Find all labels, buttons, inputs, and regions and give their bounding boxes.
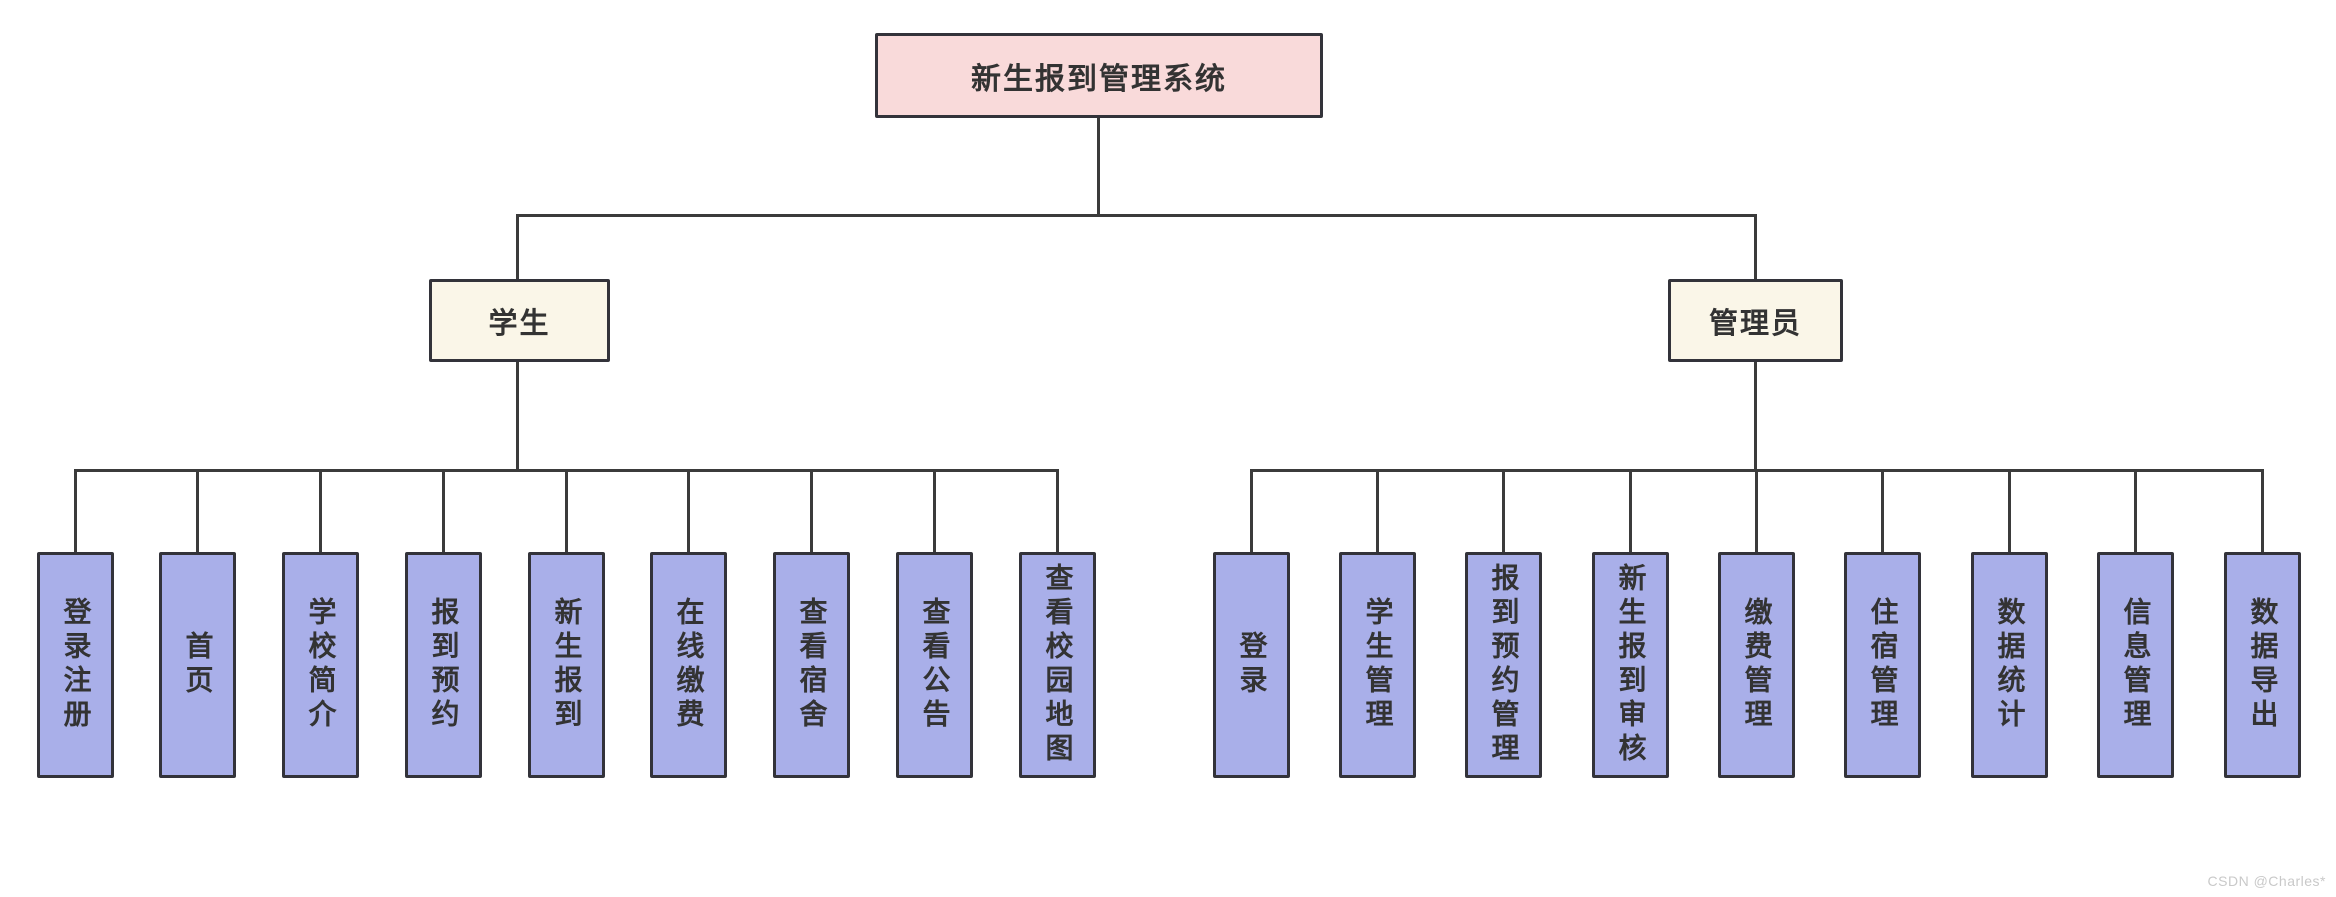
- leaf-label: 登录: [1236, 631, 1268, 699]
- leaf-node: 新生报到: [528, 552, 605, 778]
- leaf-node: 登录注册: [37, 552, 114, 778]
- leaf-label: 学校简介: [305, 597, 337, 733]
- leaf-node: 缴费管理: [1718, 552, 1795, 778]
- leaf-node: 学校简介: [282, 552, 359, 778]
- leaf-node: 数据统计: [1971, 552, 2048, 778]
- connector-admin-down: [1754, 361, 1757, 471]
- connector-leaf-stub: [319, 469, 322, 555]
- connector-student-drop: [516, 214, 519, 280]
- leaf-node: 首页: [159, 552, 236, 778]
- leaf-node: 数据导出: [2224, 552, 2301, 778]
- connector-leaf-stub: [687, 469, 690, 555]
- branch-node-student: 学生: [429, 279, 610, 362]
- root-node: 新生报到管理系统: [875, 33, 1323, 118]
- watermark: CSDN @Charles*: [2207, 873, 2326, 889]
- leaf-label: 新生报到: [551, 597, 583, 733]
- leaf-node: 登录: [1213, 552, 1290, 778]
- connector-root-stub: [1097, 117, 1100, 216]
- leaf-label: 报到预约: [428, 597, 460, 733]
- leaf-node: 在线缴费: [650, 552, 727, 778]
- leaf-node: 查看校园地图: [1019, 552, 1096, 778]
- connector-leaf-stub: [1250, 469, 1253, 555]
- connector-leaf-stub: [74, 469, 77, 555]
- connector-leaf-stub: [810, 469, 813, 555]
- connector-leaf-stub: [1056, 469, 1059, 555]
- connector-leaf-stub: [1755, 469, 1758, 555]
- leaf-node: 查看宿舍: [773, 552, 850, 778]
- connector-leaf-stub: [1376, 469, 1379, 555]
- connector-leaf-stub: [1881, 469, 1884, 555]
- leaf-node: 报到预约管理: [1465, 552, 1542, 778]
- leaf-label: 报到预约管理: [1488, 563, 1520, 767]
- leaf-label: 查看校园地图: [1042, 563, 1074, 767]
- connector-leaf-stub: [565, 469, 568, 555]
- leaf-label: 缴费管理: [1741, 597, 1773, 733]
- connector-leaf-stub: [2261, 469, 2264, 555]
- connector-leaf-stub: [933, 469, 936, 555]
- leaf-node: 学生管理: [1339, 552, 1416, 778]
- connector-admin-drop: [1754, 214, 1757, 280]
- connector-leaf-stub: [1502, 469, 1505, 555]
- connector-leaf-stub: [1629, 469, 1632, 555]
- connector-level1-hline: [516, 214, 1757, 217]
- connector-student-down: [516, 361, 519, 471]
- leaf-label: 在线缴费: [673, 597, 705, 733]
- connector-leaf-stub: [2008, 469, 2011, 555]
- leaf-label: 数据统计: [1994, 597, 2026, 733]
- connector-leaf-stub: [196, 469, 199, 555]
- leaf-node: 新生报到审核: [1592, 552, 1669, 778]
- branch-node-admin: 管理员: [1668, 279, 1843, 362]
- leaf-label: 查看公告: [919, 597, 951, 733]
- leaf-label: 住宿管理: [1867, 597, 1899, 733]
- connector-leaf-stub: [2134, 469, 2137, 555]
- leaf-label: 查看宿舍: [796, 597, 828, 733]
- leaf-label: 首页: [182, 631, 214, 699]
- leaf-label: 信息管理: [2120, 597, 2152, 733]
- leaf-label: 新生报到审核: [1615, 563, 1647, 767]
- leaf-node: 住宿管理: [1844, 552, 1921, 778]
- leaf-node: 报到预约: [405, 552, 482, 778]
- leaf-label: 数据导出: [2247, 597, 2279, 733]
- connector-leaf-stub: [442, 469, 445, 555]
- leaf-node: 信息管理: [2097, 552, 2174, 778]
- leaf-node: 查看公告: [896, 552, 973, 778]
- leaf-label: 学生管理: [1362, 597, 1394, 733]
- leaf-label: 登录注册: [60, 597, 92, 733]
